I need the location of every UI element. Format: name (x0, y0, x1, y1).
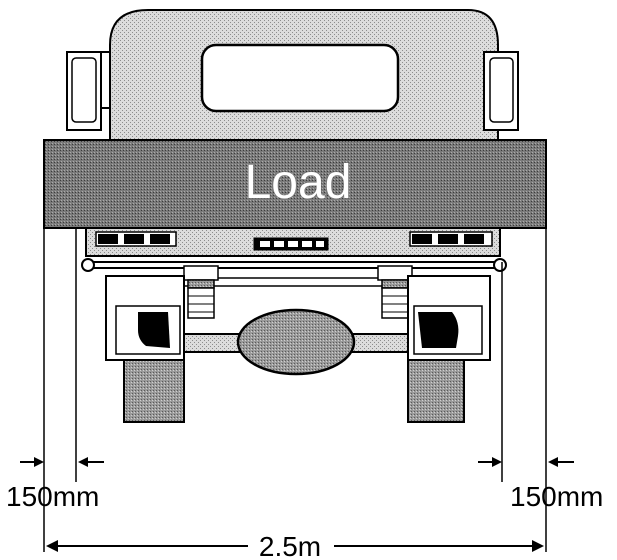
rear-cross-bar (81, 258, 507, 272)
left-clearance-label: 150mm (6, 481, 99, 512)
left-suspension (183, 265, 219, 319)
right-clearance-arrows (478, 457, 574, 467)
left-mudflap (138, 312, 170, 348)
left-tail-lights (95, 231, 177, 247)
right-mirror (483, 51, 519, 131)
right-mudflap (418, 312, 459, 348)
overall-width-arrow (46, 540, 544, 552)
left-mirror (66, 51, 110, 131)
right-wheel (407, 275, 491, 423)
number-plate (253, 237, 329, 251)
load-label: Load (245, 156, 352, 209)
differential (236, 308, 356, 376)
load-block: Load (43, 139, 547, 229)
rear-tail-panel (85, 227, 501, 257)
left-wheel (105, 275, 185, 423)
dimension-lines (43, 228, 547, 552)
left-clearance-arrows (20, 457, 104, 467)
cab-rear-window (200, 43, 400, 113)
truck-cab (109, 9, 499, 151)
right-tail-lights (409, 231, 493, 247)
right-clearance-label: 150mm (510, 481, 603, 512)
overall-width-label: 2.5m (259, 531, 321, 560)
right-suspension (377, 265, 413, 319)
rear-axle (175, 277, 421, 376)
